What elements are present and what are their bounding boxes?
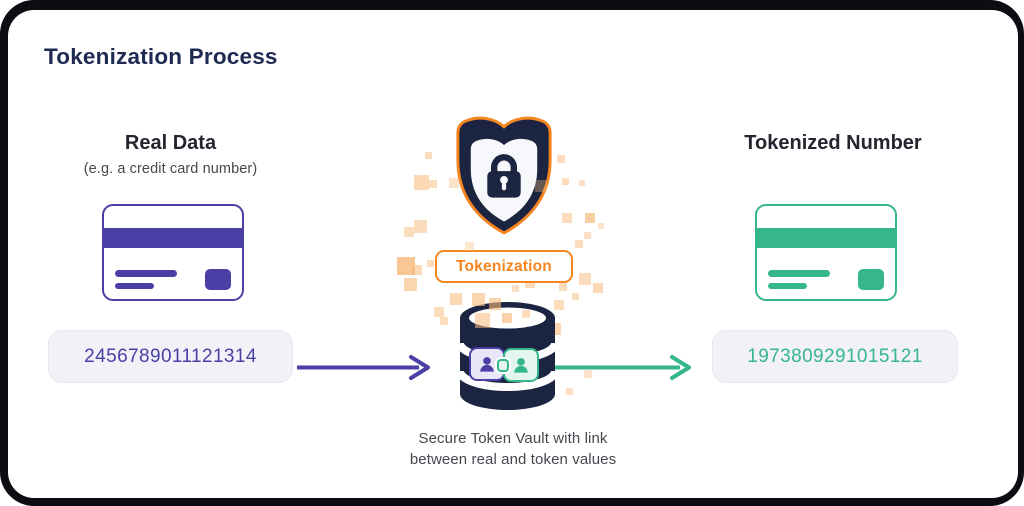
token-user-puzzle-icon bbox=[503, 348, 539, 382]
vault-caption-line1: Secure Token Vault with link bbox=[418, 430, 608, 447]
real-number-box: 2456789011121314 bbox=[48, 330, 293, 383]
card-line bbox=[115, 270, 177, 277]
tokenized-number-heading: Tokenized Number bbox=[744, 132, 922, 154]
page-title: Tokenization Process bbox=[44, 44, 278, 69]
real-data-heading: Real Data bbox=[124, 132, 217, 154]
card-stripe bbox=[104, 228, 242, 248]
real-to-vault-arrow-icon bbox=[297, 355, 430, 380]
tokenization-badge: Tokenization bbox=[435, 250, 573, 283]
card-line bbox=[768, 270, 830, 277]
diagram-card: Tokenization Process Real Data (e.g. a c… bbox=[8, 10, 1018, 498]
tokenization-badge-label: Tokenization bbox=[456, 257, 552, 275]
token-number: 1973809291015121 bbox=[747, 345, 923, 367]
vault-caption-line2: between real and token values bbox=[409, 451, 617, 468]
puzzle-connector-icon bbox=[497, 359, 509, 372]
vault-link-puzzle bbox=[468, 346, 542, 384]
vault-caption: Secure Token Vault with link between rea… bbox=[333, 428, 693, 470]
real-credit-card-icon bbox=[102, 204, 244, 301]
card-stripe bbox=[757, 228, 895, 248]
real-data-subheading: (e.g. a credit card number) bbox=[83, 161, 258, 177]
token-credit-card-icon bbox=[755, 204, 897, 301]
card-line bbox=[768, 283, 807, 289]
token-number-box: 1973809291015121 bbox=[712, 330, 958, 383]
vault-to-token-arrow-icon bbox=[550, 355, 691, 380]
card-chip bbox=[205, 269, 231, 290]
real-number: 2456789011121314 bbox=[84, 345, 257, 367]
shield-lock-icon bbox=[450, 114, 558, 238]
card-line bbox=[115, 283, 154, 289]
card-chip bbox=[858, 269, 884, 290]
